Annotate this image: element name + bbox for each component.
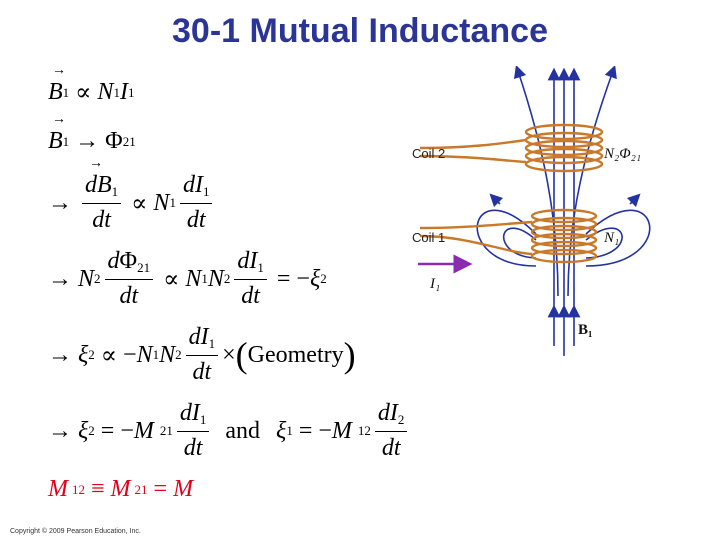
- fraction: dI1 dt: [185, 324, 219, 386]
- field-label: B₁: [578, 322, 593, 338]
- equation-line-2: B1 → Φ21: [48, 112, 136, 155]
- coil-2-label: Coil 2: [412, 146, 445, 161]
- copyright-notice: Copyright © 2009 Pearson Education, Inc.: [10, 528, 141, 535]
- equation-line-1: B1 ∝ N1 I1: [48, 63, 134, 107]
- coil-1-label: Coil 1: [412, 230, 445, 245]
- b-vector: B: [48, 63, 66, 106]
- flux-label: N₂Φ₂₁: [603, 146, 641, 162]
- fraction: dI1 dt: [176, 400, 210, 462]
- magnetic-field-lines: [476, 66, 651, 356]
- coil-2: [419, 123, 604, 173]
- equation-line-3: → dB1 dt ∝ N1 dI1 dt: [48, 156, 216, 234]
- fraction: dΦ21 dt: [104, 248, 154, 310]
- n1-label: N₁: [603, 230, 619, 246]
- slide-title: 30-1 Mutual Inductance: [172, 12, 548, 50]
- current-label: I₁: [429, 276, 440, 292]
- coil-1: [419, 208, 598, 264]
- b-vector: B: [48, 112, 66, 155]
- and-text: and: [225, 417, 261, 444]
- fraction: dB1 dt: [82, 156, 122, 234]
- fraction: dI2 dt: [374, 400, 408, 462]
- mutual-inductance-diagram: Coil 2 Coil 1 N₂Φ₂₁ N₁ I₁ B₁: [412, 66, 651, 356]
- geometry-text: Geometry: [247, 341, 344, 368]
- fraction: dI1 dt: [234, 248, 267, 310]
- fraction: dI1 dt: [179, 172, 213, 234]
